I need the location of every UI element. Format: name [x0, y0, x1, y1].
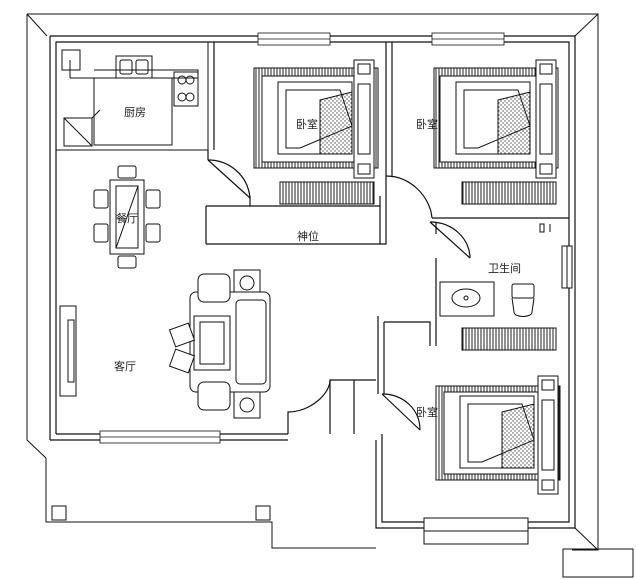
dining-label: 餐厅	[116, 211, 138, 225]
eave-outline	[26, 13, 634, 578]
living-window	[99, 430, 221, 444]
kitchen	[55, 41, 209, 151]
bedroom-1-label: 卧室	[296, 117, 318, 131]
kitchen-label: 厨房	[124, 106, 146, 119]
interior-walls	[205, 42, 569, 434]
bedroom-1-furniture	[253, 59, 379, 205]
bedroom-2-furniture	[433, 59, 559, 205]
shrine-label: 神位	[297, 229, 319, 243]
bedroom-3-label: 卧室	[416, 405, 438, 419]
porch-posts	[51, 505, 271, 521]
dining-table	[93, 165, 161, 269]
bedroom-2-label: 卧室	[416, 117, 438, 131]
sofa-set	[59, 269, 271, 419]
bathroom-fixtures	[439, 223, 573, 351]
bathroom-label: 卫生间	[488, 261, 521, 275]
bedroom-3-furniture	[423, 375, 561, 545]
top-windows	[257, 32, 505, 46]
living-label: 客厅	[114, 359, 136, 373]
